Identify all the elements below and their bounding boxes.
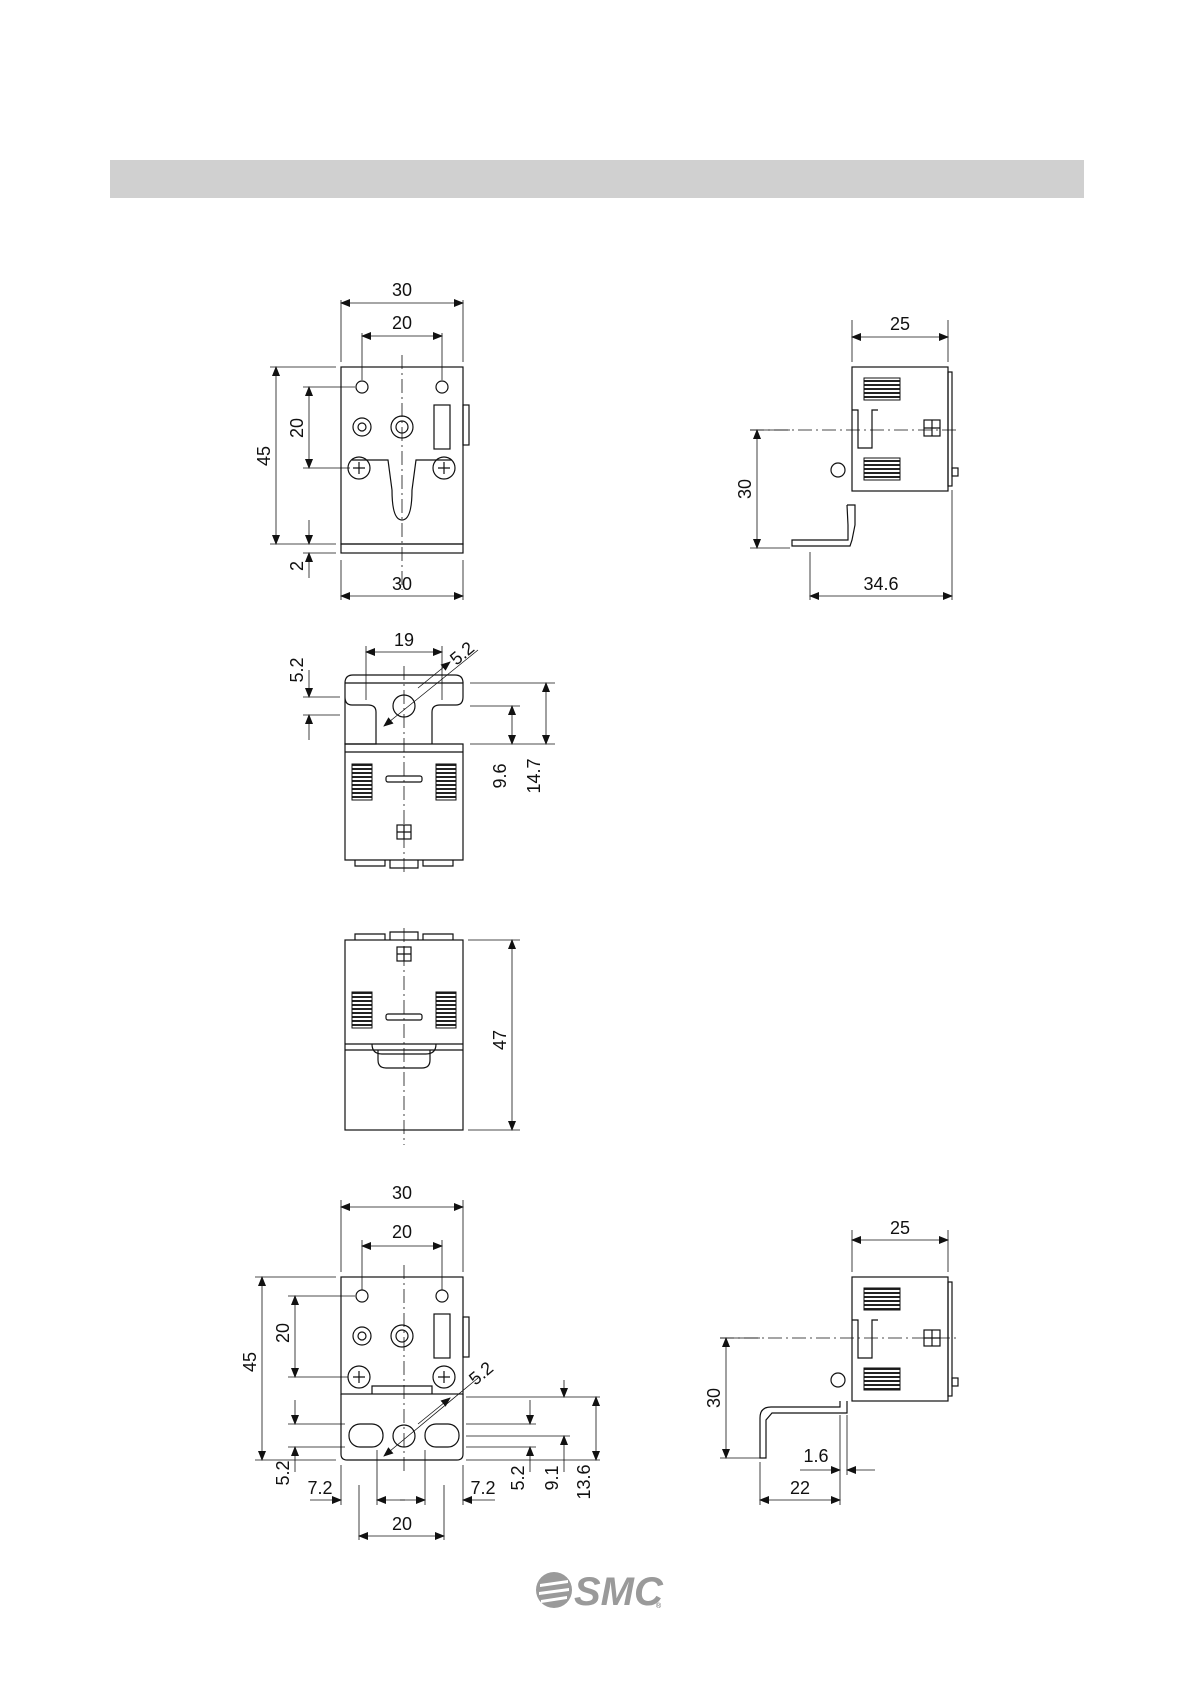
dim-front-bottom-height-20: 20 xyxy=(273,1323,293,1343)
side-view-bottom xyxy=(720,1230,960,1505)
dim-front-bottom-width-30: 30 xyxy=(392,1183,412,1203)
dim-front-bottom-width-20-bottom: 20 xyxy=(392,1514,412,1534)
dim-front-bottom-left-7-2: 7.2 xyxy=(307,1478,332,1498)
dim-front-bottom-width-20: 20 xyxy=(392,1222,412,1242)
dim-side-bottom-width-1-6: 1.6 xyxy=(803,1446,828,1466)
registered-mark: ® xyxy=(656,1602,662,1610)
dim-front-bottom-right-height-5-2: 5.2 xyxy=(508,1465,528,1490)
dim-bracket-height-9-6: 9.6 xyxy=(490,763,510,788)
dim-front-top-bottom-width-30: 30 xyxy=(392,574,412,594)
dim-front-bottom-height-13-6: 13.6 xyxy=(574,1464,594,1499)
dim-side-bottom-width-25: 25 xyxy=(890,1218,910,1238)
dim-front-top-height-45: 45 xyxy=(254,446,274,466)
dim-front-top-height-20: 20 xyxy=(287,418,307,438)
dim-front-top-height-2: 2 xyxy=(287,561,307,571)
dim-front-bottom-height-9-1: 9.1 xyxy=(542,1465,562,1490)
dim-front-bottom-right-7-2: 7.2 xyxy=(470,1478,495,1498)
dim-side-bottom-width-22: 22 xyxy=(790,1478,810,1498)
dim-front-top-width-20: 20 xyxy=(392,313,412,333)
front-view-top xyxy=(270,300,469,600)
dim-side-bottom-height-30: 30 xyxy=(704,1388,724,1408)
dim-side-top-height-30: 30 xyxy=(735,479,755,499)
dim-side-top-width-34-6: 34.6 xyxy=(863,574,898,594)
dim-bracket-height-14-7: 14.7 xyxy=(524,758,544,793)
logo-text: SMC xyxy=(574,1570,664,1612)
dim-rear-height-47: 47 xyxy=(490,1030,510,1050)
bracket-detail-view xyxy=(303,646,555,875)
dim-bracket-width-19: 19 xyxy=(394,630,414,650)
dim-bracket-diameter-5-2: 5.2 xyxy=(446,638,478,669)
dim-front-bottom-height-45: 45 xyxy=(240,1352,260,1372)
dim-front-top-width-30: 30 xyxy=(392,280,412,300)
dim-bracket-height-5-2: 5.2 xyxy=(287,657,307,682)
side-view-top xyxy=(750,320,960,600)
smc-logo: SMC ® xyxy=(534,1568,664,1612)
dim-side-top-width-25: 25 xyxy=(890,314,910,334)
dim-front-bottom-left-height-5-2: 5.2 xyxy=(273,1460,293,1485)
